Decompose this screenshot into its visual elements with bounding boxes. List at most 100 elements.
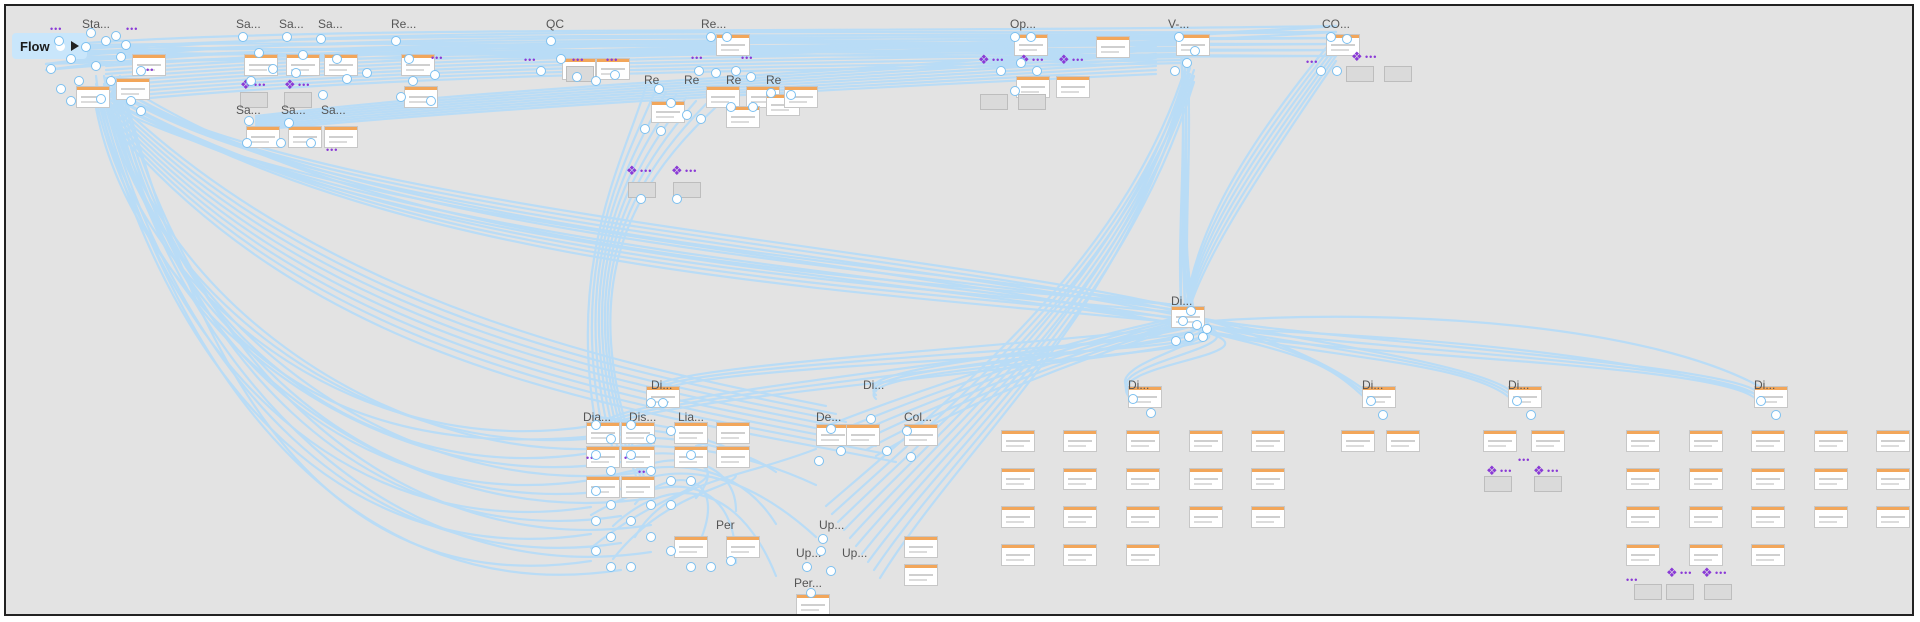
connection-line[interactable] bbox=[878, 82, 1188, 580]
connection-knob-icon[interactable] bbox=[836, 446, 846, 456]
connection-knob-icon[interactable] bbox=[666, 98, 676, 108]
frame-group-label[interactable]: Sa... bbox=[279, 17, 304, 31]
connection-line[interactable] bbox=[854, 320, 1188, 446]
connection-knob-icon[interactable] bbox=[276, 138, 286, 148]
screen-frame[interactable] bbox=[246, 126, 280, 148]
connection-knob-icon[interactable] bbox=[536, 66, 546, 76]
connection-line[interactable] bbox=[104, 90, 1173, 314]
connection-knob-icon[interactable] bbox=[606, 434, 616, 444]
screen-frame[interactable] bbox=[1126, 468, 1160, 490]
connection-knob-icon[interactable] bbox=[626, 562, 636, 572]
screen-frame[interactable] bbox=[1126, 544, 1160, 566]
frame-group-label[interactable]: Di... bbox=[1754, 378, 1776, 392]
connection-line[interactable] bbox=[597, 93, 678, 458]
connection-line[interactable] bbox=[109, 110, 868, 440]
connection-knob-icon[interactable] bbox=[318, 90, 328, 100]
connection-knob-icon[interactable] bbox=[1342, 34, 1352, 44]
screen-frame[interactable] bbox=[1508, 386, 1542, 408]
connection-knob-icon[interactable] bbox=[74, 76, 84, 86]
screen-frame[interactable] bbox=[1001, 544, 1035, 566]
connection-knob-icon[interactable] bbox=[591, 486, 601, 496]
connection-knob-icon[interactable] bbox=[1316, 66, 1326, 76]
screen-frame[interactable] bbox=[1689, 468, 1723, 490]
connection-knob-icon[interactable] bbox=[591, 450, 601, 460]
frame-group-label[interactable]: Re bbox=[766, 73, 782, 87]
connection-knob-icon[interactable] bbox=[696, 114, 706, 124]
connection-knob-icon[interactable] bbox=[1186, 306, 1196, 316]
connection-line[interactable] bbox=[254, 64, 1158, 128]
connection-knob-icon[interactable] bbox=[46, 64, 56, 74]
screen-frame[interactable] bbox=[1751, 506, 1785, 528]
connection-knob-icon[interactable] bbox=[686, 450, 696, 460]
screen-frame[interactable] bbox=[1251, 468, 1285, 490]
connection-knob-icon[interactable] bbox=[606, 562, 616, 572]
screen-frame[interactable] bbox=[1876, 430, 1910, 452]
component-frame[interactable] bbox=[1346, 66, 1374, 82]
connection-knob-icon[interactable] bbox=[1171, 336, 1181, 346]
connection-line[interactable] bbox=[606, 102, 708, 488]
connection-line[interactable] bbox=[94, 74, 593, 433]
connection-knob-icon[interactable] bbox=[66, 54, 76, 64]
connection-line[interactable] bbox=[109, 106, 858, 432]
frame-group-label[interactable]: V-... bbox=[1168, 17, 1190, 31]
connection-knob-icon[interactable] bbox=[1326, 32, 1336, 42]
connection-knob-icon[interactable] bbox=[56, 84, 66, 94]
screen-frame[interactable] bbox=[1876, 506, 1910, 528]
connection-knob-icon[interactable] bbox=[1771, 410, 1781, 420]
connection-knob-icon[interactable] bbox=[626, 450, 636, 460]
frame-group-label[interactable]: Di... bbox=[863, 378, 885, 392]
screen-frame[interactable] bbox=[1751, 430, 1785, 452]
connection-line[interactable] bbox=[1184, 49, 1338, 317]
frame-group-label[interactable]: Re bbox=[726, 73, 742, 87]
connection-knob-icon[interactable] bbox=[238, 32, 248, 42]
connection-line[interactable] bbox=[254, 44, 1158, 118]
connection-line[interactable] bbox=[589, 466, 778, 526]
screen-frame[interactable] bbox=[1189, 430, 1223, 452]
connection-line[interactable] bbox=[118, 90, 623, 495]
frame-group-label[interactable]: Di... bbox=[1128, 378, 1150, 392]
component-frame[interactable] bbox=[1704, 584, 1732, 600]
screen-frame[interactable] bbox=[621, 476, 655, 498]
connection-knob-icon[interactable] bbox=[1202, 324, 1212, 334]
connection-knob-icon[interactable] bbox=[706, 562, 716, 572]
connection-knob-icon[interactable] bbox=[806, 588, 816, 598]
connection-line[interactable] bbox=[102, 82, 623, 442]
connection-knob-icon[interactable] bbox=[682, 110, 692, 120]
frame-group-label[interactable]: De... bbox=[816, 410, 842, 424]
screen-frame[interactable] bbox=[1814, 468, 1848, 490]
connection-knob-icon[interactable] bbox=[332, 54, 342, 64]
connection-knob-icon[interactable] bbox=[546, 36, 556, 46]
connection-knob-icon[interactable] bbox=[396, 92, 406, 102]
connection-line[interactable] bbox=[254, 56, 1158, 124]
connection-knob-icon[interactable] bbox=[1178, 316, 1188, 326]
more-dots-icon[interactable]: ••• bbox=[142, 65, 155, 75]
connection-knob-icon[interactable] bbox=[591, 76, 601, 86]
frame-group-label[interactable]: Di... bbox=[1508, 378, 1530, 392]
connection-knob-icon[interactable] bbox=[666, 476, 676, 486]
screen-frame[interactable] bbox=[1626, 544, 1660, 566]
frame-group-label[interactable]: Re... bbox=[391, 17, 417, 31]
screen-frame[interactable] bbox=[1001, 468, 1035, 490]
connection-line[interactable] bbox=[1189, 314, 1368, 393]
connection-line[interactable] bbox=[589, 460, 709, 550]
screen-frame[interactable] bbox=[1341, 430, 1375, 452]
screen-frame[interactable] bbox=[1626, 506, 1660, 528]
connection-line[interactable] bbox=[124, 84, 1193, 308]
frame-group-label[interactable]: CO... bbox=[1322, 17, 1351, 31]
more-dots-icon[interactable]: ••• bbox=[741, 53, 754, 63]
frame-group-label[interactable]: Di... bbox=[651, 378, 673, 392]
connection-knob-icon[interactable] bbox=[1170, 66, 1180, 76]
connection-knob-icon[interactable] bbox=[882, 446, 892, 456]
screen-frame[interactable] bbox=[1689, 544, 1723, 566]
connection-knob-icon[interactable] bbox=[686, 476, 696, 486]
connection-knob-icon[interactable] bbox=[591, 420, 601, 430]
connection-line[interactable] bbox=[94, 106, 623, 469]
connection-knob-icon[interactable] bbox=[136, 66, 146, 76]
connection-knob-icon[interactable] bbox=[1174, 32, 1184, 42]
connection-knob-icon[interactable] bbox=[672, 194, 682, 204]
screen-frame[interactable] bbox=[1063, 430, 1097, 452]
connection-knob-icon[interactable] bbox=[640, 124, 650, 134]
connection-knob-icon[interactable] bbox=[606, 500, 616, 510]
connection-knob-icon[interactable] bbox=[1128, 394, 1138, 404]
connection-line[interactable] bbox=[109, 118, 888, 456]
